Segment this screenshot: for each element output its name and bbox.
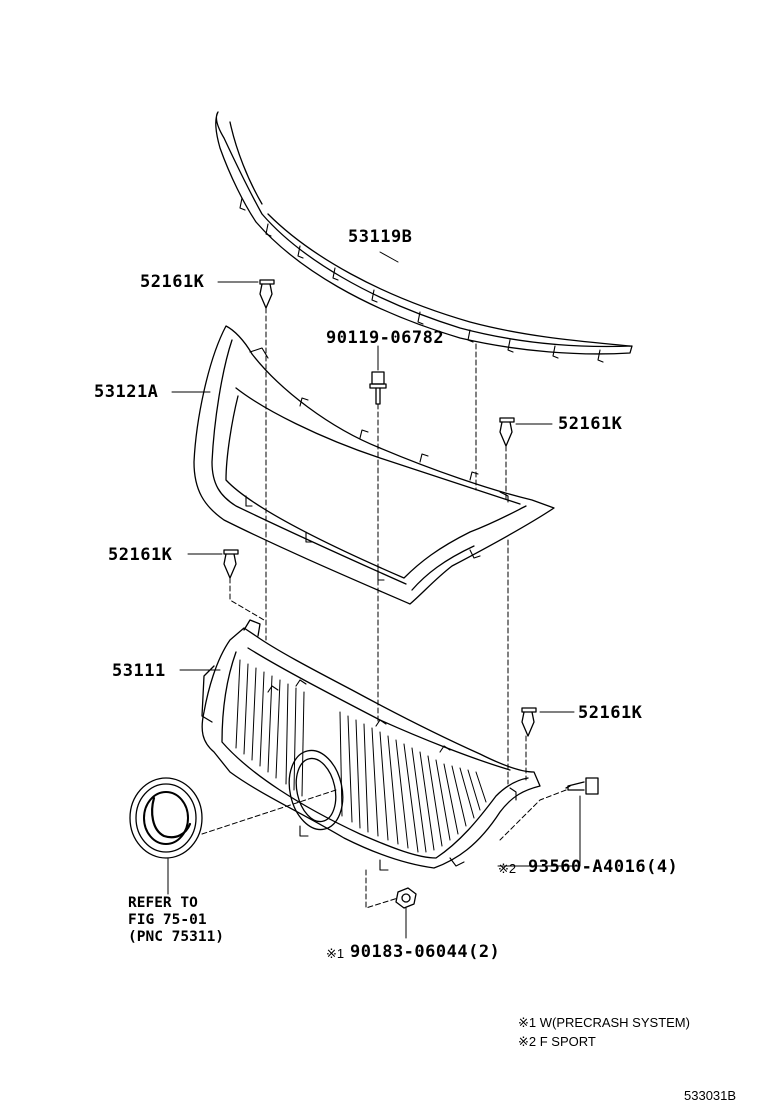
figure-id: 533031B: [684, 1088, 737, 1103]
clip-52161k-d-drawing: [521, 707, 537, 737]
reference-line-2: FIG 75-01: [128, 912, 207, 928]
reference-line-3: (PNC 75311): [128, 929, 225, 945]
part-label-52161k: 52161K: [140, 272, 205, 292]
reference-line-1: REFER TO: [128, 895, 198, 911]
part-label-90183-06044: 90183-06044(2): [350, 942, 501, 962]
part-label-53111: 53111: [112, 661, 166, 681]
part-label-52161k: 52161K: [108, 545, 173, 565]
part-label-90119-06782: 90119-06782: [326, 328, 445, 348]
bolt-93560-drawing: [565, 777, 599, 795]
part-label-93560-a4016: 93560-A4016(4): [528, 857, 679, 877]
note-mark-2: ※2: [498, 861, 517, 876]
clip-52161k-b-drawing: [499, 417, 515, 447]
molding-53119b-drawing: [215, 111, 633, 363]
nut-90183-drawing: [395, 887, 417, 909]
frame-53121a-drawing: [193, 325, 555, 605]
emblem-drawing: [129, 777, 203, 859]
part-label-53119b: 53119B: [348, 227, 413, 247]
grille-53111-drawing: [201, 619, 541, 871]
footnote-2: ※2 F SPORT: [518, 1034, 596, 1049]
footnote-1: ※1 W(PRECRASH SYSTEM): [518, 1015, 690, 1030]
part-label-52161k: 52161K: [558, 414, 623, 434]
note-mark-1: ※1: [326, 946, 345, 961]
part-label-52161k: 52161K: [578, 703, 643, 723]
screw-90119-drawing: [369, 371, 387, 405]
clip-52161k-c-drawing: [223, 549, 239, 579]
part-label-53121a: 53121A: [94, 382, 159, 402]
clip-52161k-a-drawing: [259, 279, 275, 309]
